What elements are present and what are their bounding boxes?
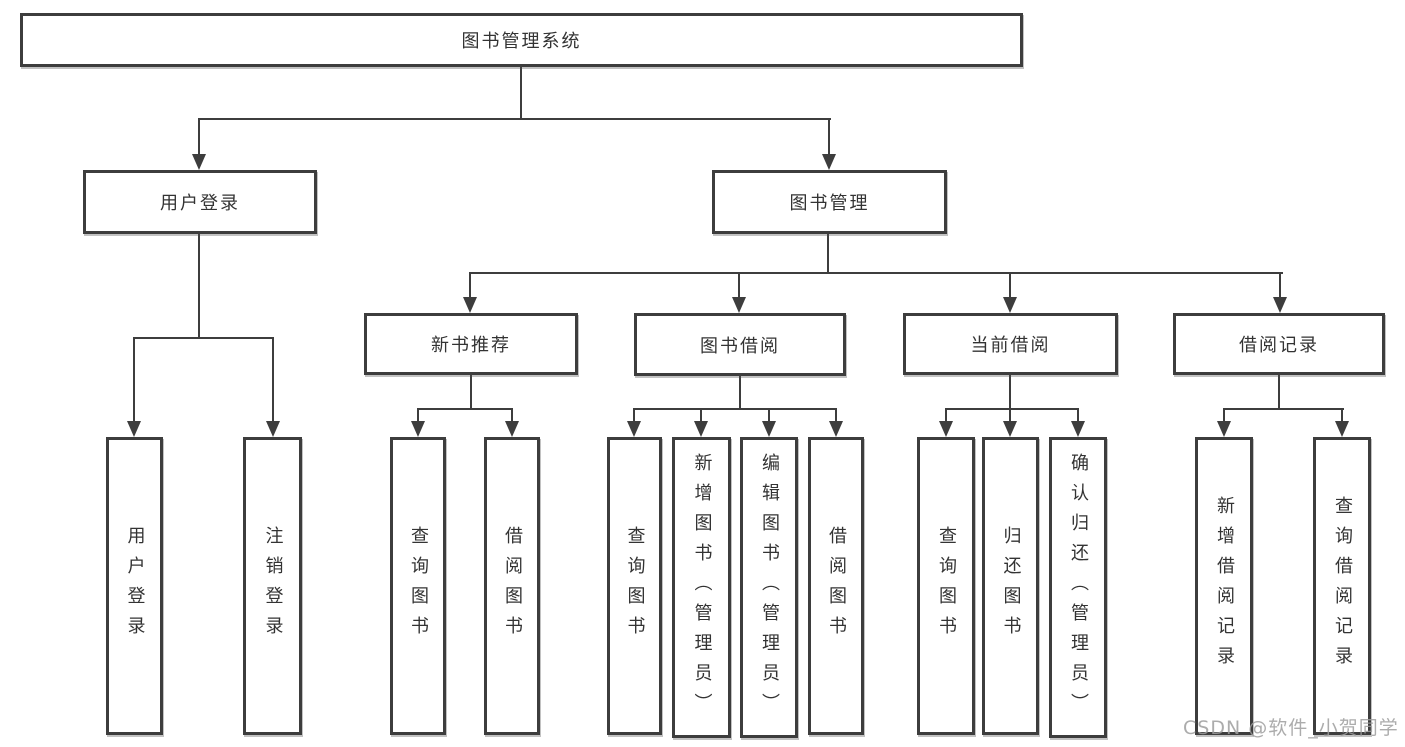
node-new-book-recommend-label: 新书推荐	[431, 335, 511, 356]
connector-bb-stem	[739, 376, 741, 408]
leaf-bb-borrow-book-label: 借阅图书	[826, 526, 847, 646]
csdn-watermark: CSDN @软件_小贺同学	[1183, 717, 1399, 739]
leaf-cb-confirm-return-admin: 确认归还（管理员）	[1049, 437, 1107, 738]
connector-br-rail	[1223, 408, 1344, 410]
connector-to-br-add	[1223, 410, 1225, 421]
arrowhead-bb-add-icon	[694, 421, 708, 437]
connector-book-mgmt-stem	[827, 234, 829, 272]
connector-br-stem	[1278, 375, 1280, 408]
arrowhead-leaf-logout-icon	[266, 421, 280, 437]
connector-cb-rail	[945, 408, 1079, 410]
arrowhead-rec-borrow-icon	[505, 421, 519, 437]
connector-to-book-management	[828, 120, 830, 156]
arrowhead-cb-return-icon	[1003, 421, 1017, 437]
arrowhead-br-add-icon	[1217, 421, 1231, 437]
connector-to-cb-confirm	[1077, 410, 1079, 421]
leaf-bb-edit-book-admin: 编辑图书（管理员）	[740, 437, 798, 738]
leaf-bb-query-book: 查询图书	[607, 437, 662, 735]
node-library-system: 图书管理系统	[20, 13, 1023, 67]
leaf-cb-return-book: 归还图书	[982, 437, 1039, 735]
leaf-bb-add-book-admin-label: 新增图书（管理员）	[691, 452, 713, 723]
connector-to-bb-add	[700, 410, 702, 421]
connector-root-rail	[198, 118, 831, 120]
leaf-bb-query-book-label: 查询图书	[624, 526, 646, 646]
connector-user-login-stem	[198, 234, 200, 337]
connector-to-bb-borrow	[835, 410, 837, 421]
arrowhead-user-login-icon	[192, 154, 206, 170]
node-library-system-label: 图书管理系统	[461, 31, 582, 52]
leaf-cb-query-book: 查询图书	[917, 437, 975, 735]
leaf-br-query-record-label: 查询借阅记录	[1332, 496, 1353, 676]
leaf-cb-confirm-return-admin-label: 确认归还（管理员）	[1068, 452, 1089, 723]
arrowhead-cb-query-icon	[939, 421, 953, 437]
arrowhead-current-borrow-icon	[1003, 297, 1017, 313]
leaf-cb-query-book-label: 查询图书	[936, 526, 957, 646]
leaf-bb-add-book-admin: 新增图书（管理员）	[672, 437, 731, 738]
node-book-borrow-label: 图书借阅	[700, 335, 780, 357]
arrowhead-borrow-records-icon	[1273, 297, 1287, 313]
arrowhead-bb-borrow-icon	[829, 421, 843, 437]
connector-rec-rail	[417, 408, 513, 410]
connector-root-stem	[520, 67, 522, 119]
leaf-bb-borrow-book: 借阅图书	[808, 437, 864, 735]
arrowhead-br-query-icon	[1335, 421, 1349, 437]
arrowhead-cb-confirm-icon	[1071, 421, 1085, 437]
connector-to-bb-edit	[768, 410, 770, 421]
arrowhead-leaf-user-login-icon	[127, 421, 141, 437]
leaf-user-login-label: 用户登录	[124, 526, 146, 646]
arrowhead-rec-query-icon	[411, 421, 425, 437]
leaf-logout-login-label: 注销登录	[262, 526, 284, 646]
connector-to-new-book-recommend	[469, 274, 471, 297]
node-user-login-label: 用户登录	[160, 193, 240, 214]
leaf-br-query-record: 查询借阅记录	[1313, 437, 1371, 735]
arrowhead-book-borrow-icon	[732, 297, 746, 313]
node-current-borrow-label: 当前借阅	[970, 335, 1051, 356]
node-user-login: 用户登录	[83, 170, 317, 234]
connector-to-br-query	[1341, 410, 1343, 421]
connector-to-leaf-logout	[272, 339, 274, 421]
connector-to-rec-query	[417, 410, 419, 421]
connector-user-login-rail	[133, 337, 274, 339]
leaf-user-login: 用户登录	[106, 437, 163, 735]
node-borrow-records-label: 借阅记录	[1239, 335, 1319, 356]
connector-cb-stem	[1009, 375, 1011, 408]
leaf-br-add-record: 新增借阅记录	[1195, 437, 1253, 735]
node-borrow-records: 借阅记录	[1173, 313, 1385, 375]
connector-to-cb-query	[945, 410, 947, 421]
connector-bb-rail	[633, 408, 837, 410]
leaf-rec-borrow-book: 借阅图书	[484, 437, 540, 735]
connector-to-leaf-user-login	[133, 339, 135, 421]
connector-book-mgmt-rail	[469, 272, 1283, 274]
arrowhead-book-management-icon	[822, 154, 836, 170]
connector-rec-stem	[470, 375, 472, 408]
node-new-book-recommend: 新书推荐	[364, 313, 578, 375]
arrowhead-bb-edit-icon	[762, 421, 776, 437]
connector-to-user-login	[198, 120, 200, 156]
arrowhead-bb-query-icon	[627, 421, 641, 437]
connector-to-book-borrow	[738, 274, 740, 297]
leaf-br-add-record-label: 新增借阅记录	[1214, 496, 1235, 676]
leaf-rec-borrow-book-label: 借阅图书	[502, 526, 523, 646]
node-current-borrow: 当前借阅	[903, 313, 1118, 375]
connector-to-bb-query	[633, 410, 635, 421]
connector-to-borrow-records	[1279, 274, 1281, 297]
node-book-borrow: 图书借阅	[634, 313, 846, 376]
arrowhead-new-book-recommend-icon	[463, 297, 477, 313]
leaf-logout-login: 注销登录	[243, 437, 302, 735]
connector-to-current-borrow	[1009, 274, 1011, 297]
node-book-management: 图书管理	[712, 170, 947, 234]
leaf-rec-query-book-label: 查询图书	[408, 526, 429, 646]
connector-to-rec-borrow	[511, 410, 513, 421]
node-book-management-label: 图书管理	[789, 193, 870, 214]
connector-to-cb-return	[1009, 410, 1011, 421]
leaf-rec-query-book: 查询图书	[390, 437, 446, 735]
leaf-cb-return-book-label: 归还图书	[1000, 526, 1022, 646]
leaf-bb-edit-book-admin-label: 编辑图书（管理员）	[759, 452, 780, 723]
